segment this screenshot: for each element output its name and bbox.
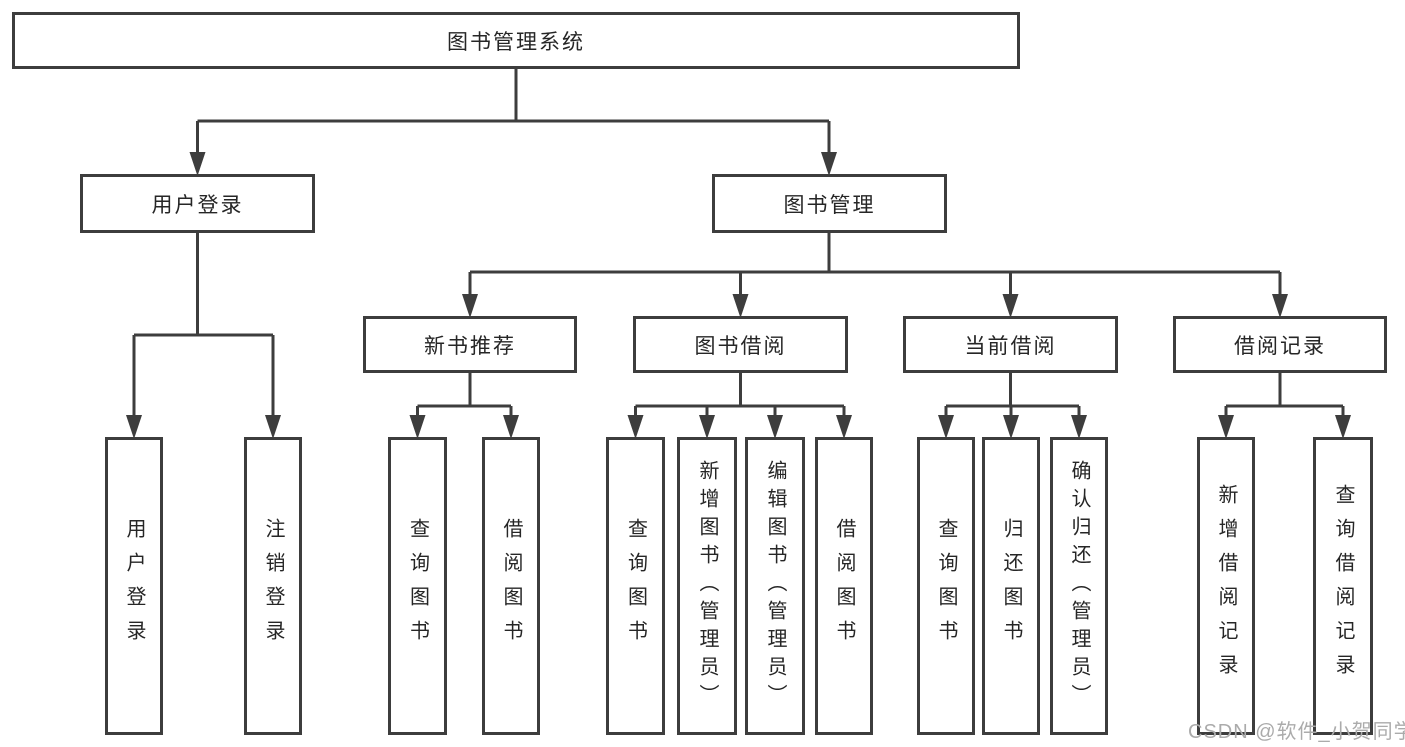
- leaf-label: 用户登录: [123, 518, 145, 654]
- node-book-management: 图书管理: [712, 174, 947, 233]
- connector-book-mgmt-to-level3: [462, 233, 1288, 318]
- leaf-label: 查询图书: [624, 518, 647, 654]
- down-arrowhead: [627, 415, 644, 439]
- down-arrowhead: [503, 415, 519, 439]
- leaf-nb-borrow-books: 借阅图书: [482, 437, 540, 735]
- connector-user-login-to-children: [126, 232, 281, 439]
- leaf-label: 归还图书: [1000, 518, 1022, 654]
- down-arrowhead: [462, 294, 478, 318]
- node-label: 图书管理系统: [447, 30, 585, 54]
- connector-line: [944, 373, 1081, 416]
- down-arrowhead: [767, 415, 783, 439]
- down-arrowhead: [126, 415, 142, 439]
- leaf-label: 查询借阅记录: [1332, 484, 1354, 688]
- connector-line: [468, 233, 1282, 295]
- leaf-label: 新增图书（管理员）: [696, 460, 718, 712]
- down-arrowhead: [1003, 415, 1019, 439]
- connector-book-borrow-to-children: [627, 373, 852, 439]
- connector-current-borrow-to-children: [938, 373, 1087, 439]
- down-arrowhead: [732, 294, 749, 318]
- node-current-borrowing: 当前借阅: [903, 316, 1118, 373]
- node-label: 图书管理: [783, 193, 876, 217]
- csdn-watermark: CSDN @软件_小贺同学: [1188, 721, 1405, 743]
- leaf-label: 编辑图书（管理员）: [764, 460, 786, 712]
- down-arrowhead: [1218, 415, 1234, 439]
- connector-line: [132, 232, 275, 416]
- leaf-bb-borrow-books: 借阅图书: [815, 437, 873, 735]
- node-book-borrowing: 图书借阅: [633, 316, 848, 373]
- leaf-label: 注销登录: [262, 518, 284, 654]
- leaf-bb-edit-book-admin: 编辑图书（管理员）: [745, 437, 805, 735]
- leaf-bb-add-book-admin: 新增图书（管理员）: [677, 437, 737, 735]
- down-arrowhead: [938, 415, 954, 439]
- connector-line: [196, 68, 831, 153]
- connector-line: [634, 373, 846, 416]
- connector-borrow-record-to-children: [1218, 373, 1351, 439]
- connector-line: [416, 373, 513, 416]
- leaf-logout-login: 注销登录: [244, 437, 302, 735]
- down-arrowhead: [409, 415, 426, 439]
- leaf-nb-query-books: 查询图书: [388, 437, 447, 735]
- leaf-cb-confirm-return-admin: 确认归还（管理员）: [1050, 437, 1108, 735]
- leaf-label: 查询图书: [406, 518, 429, 654]
- leaf-cb-query-books: 查询图书: [917, 437, 975, 735]
- node-label: 借阅记录: [1234, 334, 1326, 358]
- leaf-bb-query-books: 查询图书: [606, 437, 665, 735]
- down-arrowhead: [1071, 415, 1087, 439]
- leaf-user-login: 用户登录: [105, 437, 163, 735]
- connector-new-book-to-children: [409, 373, 519, 439]
- down-arrowhead: [189, 152, 206, 176]
- node-label: 用户登录: [151, 193, 244, 217]
- down-arrowhead: [265, 415, 281, 439]
- leaf-label: 确认归还（管理员）: [1068, 460, 1090, 712]
- leaf-label: 借阅图书: [500, 518, 522, 654]
- node-label: 当前借阅: [964, 334, 1057, 358]
- node-user-login: 用户登录: [80, 174, 315, 233]
- down-arrowhead: [836, 415, 852, 439]
- down-arrowhead: [699, 415, 715, 439]
- leaf-label: 借阅图书: [833, 518, 855, 654]
- down-arrowhead: [1335, 415, 1351, 439]
- node-borrow-records: 借阅记录: [1173, 316, 1387, 373]
- down-arrowhead: [1272, 294, 1288, 318]
- leaf-cb-return-books: 归还图书: [982, 437, 1040, 735]
- node-root-system: 图书管理系统: [12, 12, 1020, 69]
- down-arrowhead: [1002, 294, 1019, 318]
- connector-line: [1224, 373, 1345, 416]
- leaf-label: 查询图书: [935, 518, 957, 654]
- leaf-br-add-borrow-record: 新增借阅记录: [1197, 437, 1255, 735]
- connector-root-to-level2: [189, 68, 837, 176]
- leaf-br-query-borrow-record: 查询借阅记录: [1313, 437, 1373, 735]
- down-arrowhead: [821, 152, 837, 176]
- node-label: 新书推荐: [424, 334, 516, 358]
- node-new-book-recommend: 新书推荐: [363, 316, 577, 373]
- leaf-label: 新增借阅记录: [1215, 484, 1237, 688]
- node-label: 图书借阅: [694, 334, 787, 358]
